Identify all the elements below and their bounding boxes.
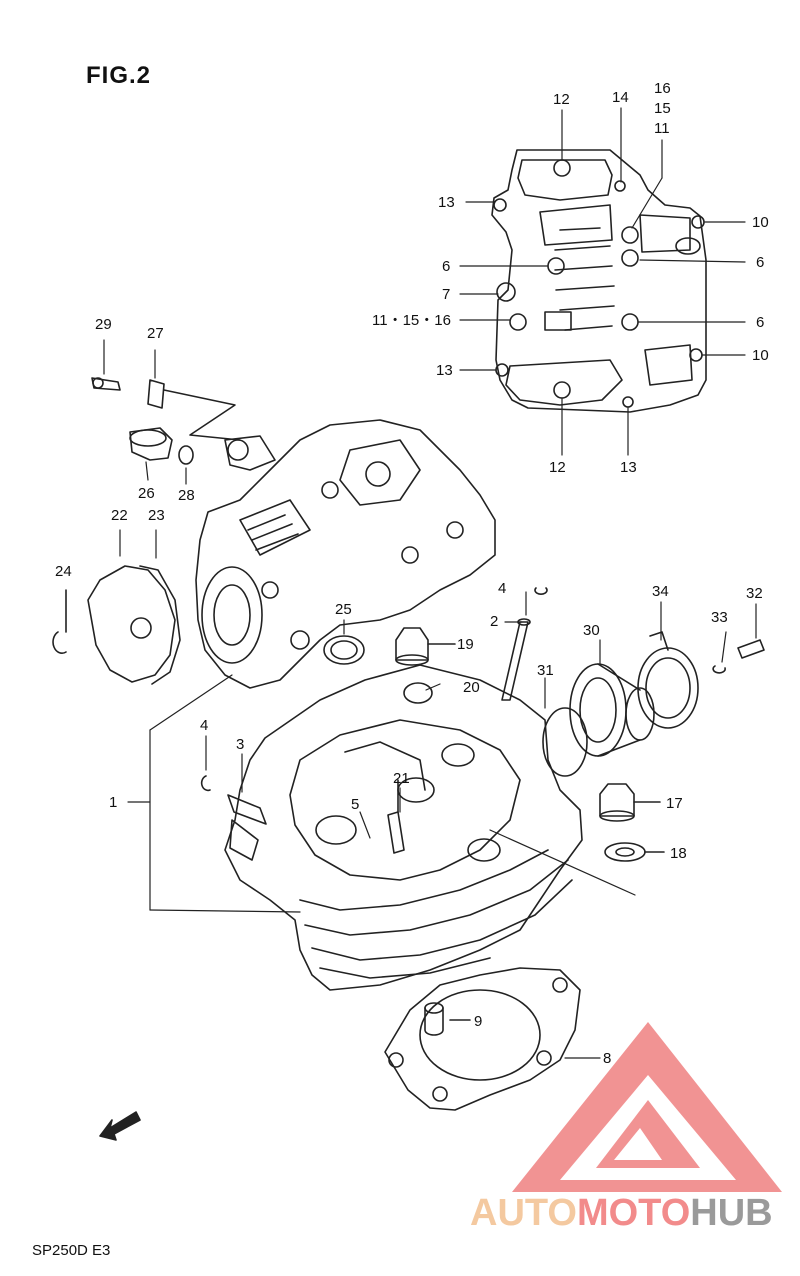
side-cover-parts (52, 565, 181, 685)
callout-12-top: 12 (553, 91, 570, 108)
washer-18 (604, 842, 665, 862)
callout-25: 25 (335, 601, 352, 618)
cylinder-head (224, 664, 583, 991)
callout-28: 28 (178, 487, 195, 504)
callout-4-left: 4 (200, 717, 209, 734)
cap-nut-17 (599, 783, 661, 822)
callout-2: 2 (490, 613, 499, 630)
callout-8: 8 (603, 1050, 612, 1067)
callout-10-bottom: 10 (752, 347, 769, 364)
callout-29: 29 (95, 316, 112, 333)
callout-12-bottom: 12 (549, 459, 566, 476)
callout-23: 23 (148, 507, 165, 524)
watermark-part-auto: AUTO (470, 1192, 577, 1234)
callout-6-right-mid: 6 (756, 314, 765, 331)
callout-11-15-16: 11・15・16 (372, 312, 451, 329)
watermark-part-hub: HUB (690, 1192, 773, 1234)
watermark-part-moto: MOTO (576, 1192, 691, 1234)
callout-5: 5 (351, 796, 360, 813)
valve-guide-2 (501, 587, 548, 701)
callout-22: 22 (111, 507, 128, 524)
callout-33: 33 (711, 609, 728, 626)
dowel-pin-9 (424, 1002, 471, 1036)
callout-3: 3 (236, 736, 245, 753)
o-ring-4 (200, 775, 211, 792)
callout-17: 17 (666, 795, 683, 812)
callout-18: 18 (670, 845, 687, 862)
part-leader-lines (103, 339, 757, 1059)
callout-30: 30 (583, 622, 600, 639)
callout-9: 9 (474, 1013, 483, 1030)
cap-nut-19 (395, 627, 456, 666)
callout-14: 14 (612, 89, 629, 106)
camshaft-housing (195, 419, 496, 689)
head-gasket (384, 967, 581, 1111)
callout-24: 24 (55, 563, 72, 580)
callout-15-top: 15 (654, 100, 671, 117)
callout-34: 34 (652, 583, 669, 600)
callout-27: 27 (147, 325, 164, 342)
callout-20: 20 (463, 679, 480, 696)
callout-7: 7 (442, 286, 451, 303)
callout-13-left-bottom: 13 (436, 362, 453, 379)
fwd-arrow-icon (99, 1111, 141, 1141)
callout-13-bottom: 13 (620, 459, 637, 476)
oil-plug-parts (91, 377, 241, 465)
callout-21: 21 (393, 770, 410, 787)
cylinder-head-cover (491, 149, 707, 413)
callout-13-left-top: 13 (438, 194, 455, 211)
callout-32: 32 (746, 585, 763, 602)
callout-31: 31 (537, 662, 554, 679)
callout-10-top: 10 (752, 214, 769, 231)
callout-26: 26 (138, 485, 155, 502)
o-ring-25 (323, 635, 365, 665)
watermark-logo-icon (512, 1022, 782, 1192)
callout-1: 1 (109, 794, 118, 811)
watermark-text: AUTOMOTOHUB (470, 1192, 773, 1235)
callout-19: 19 (457, 636, 474, 653)
callout-6-left: 6 (442, 258, 451, 275)
model-code: SP250D E3 (32, 1242, 111, 1259)
figure-title: FIG.2 (86, 62, 152, 89)
callout-16-top: 16 (654, 80, 671, 97)
callout-4-top: 4 (498, 580, 507, 597)
callout-11-top: 11 (654, 120, 670, 137)
cover-leader-lines (459, 107, 746, 456)
callout-6-right-top: 6 (756, 254, 765, 271)
intake-pipe-assembly (542, 631, 765, 777)
